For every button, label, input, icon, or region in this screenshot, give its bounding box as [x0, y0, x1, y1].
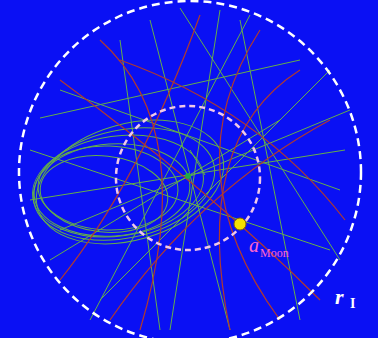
label-moon-subscript: Moon — [260, 246, 289, 261]
influence-radius — [19, 1, 361, 338]
moon-dot — [234, 218, 246, 230]
label-r: r — [335, 284, 344, 310]
moon-orbit — [116, 106, 260, 250]
red-trajectories — [60, 15, 345, 330]
earth-dot — [185, 173, 191, 179]
label-i-subscript: I — [350, 296, 355, 312]
green-trajectories — [22, 8, 350, 330]
label-a: a — [249, 234, 259, 257]
